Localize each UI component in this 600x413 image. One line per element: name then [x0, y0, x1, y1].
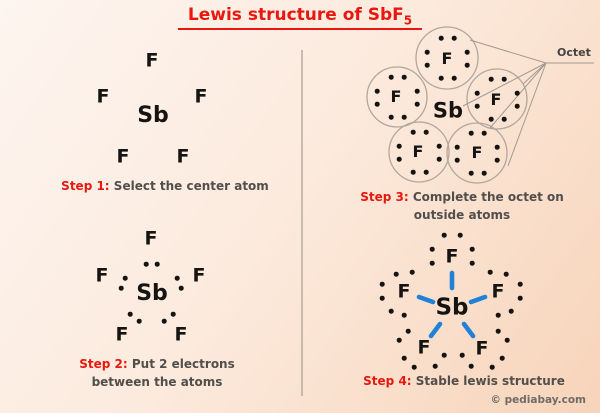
step4-text: Stable lewis structure	[415, 374, 565, 388]
octet-circle	[366, 66, 428, 128]
step2-text-line2: between the atoms	[91, 375, 223, 389]
watermark: © pediabay.com	[490, 394, 586, 406]
page-title: Lewis structure of SbF5	[177, 5, 423, 30]
octet-label: Octet	[557, 46, 591, 59]
step2-label: Step 2:	[79, 357, 128, 371]
bond-line	[428, 321, 443, 339]
octet-pointer-line	[489, 62, 547, 129]
step1-text: Select the center atom	[113, 179, 269, 193]
bond-line	[468, 294, 488, 305]
octet-circle	[446, 122, 508, 184]
title-subscript: 5	[403, 13, 413, 28]
octet-circle	[415, 26, 479, 90]
step4-caption: Step 4: Stable lewis structure	[344, 372, 584, 390]
octet-circle	[466, 68, 528, 130]
octet-circle	[388, 121, 450, 183]
step1-caption: Step 1: Select the center atom	[55, 177, 275, 195]
step2-text: Put 2 electrons	[131, 357, 235, 371]
octet-pointer-line	[469, 39, 547, 64]
bond-line	[461, 321, 476, 339]
step2-caption: Step 2: Put 2 electrons between the atom…	[72, 355, 242, 391]
octet-pointer-line	[462, 62, 547, 107]
step3-text: Complete the octet on	[412, 190, 564, 204]
bond-line	[416, 294, 436, 305]
octet-pointer-line	[507, 62, 547, 167]
page-title-text: Lewis structure of SbF	[187, 5, 404, 25]
step3-label: Step 3:	[360, 190, 409, 204]
step3-caption: Step 3: Complete the octet on outside at…	[356, 188, 568, 224]
octet-pointer-line	[522, 62, 547, 85]
step1-label: Step 1:	[61, 179, 110, 193]
step3-text-line2: outside atoms	[413, 208, 511, 222]
step4-label: Step 4:	[363, 374, 412, 388]
